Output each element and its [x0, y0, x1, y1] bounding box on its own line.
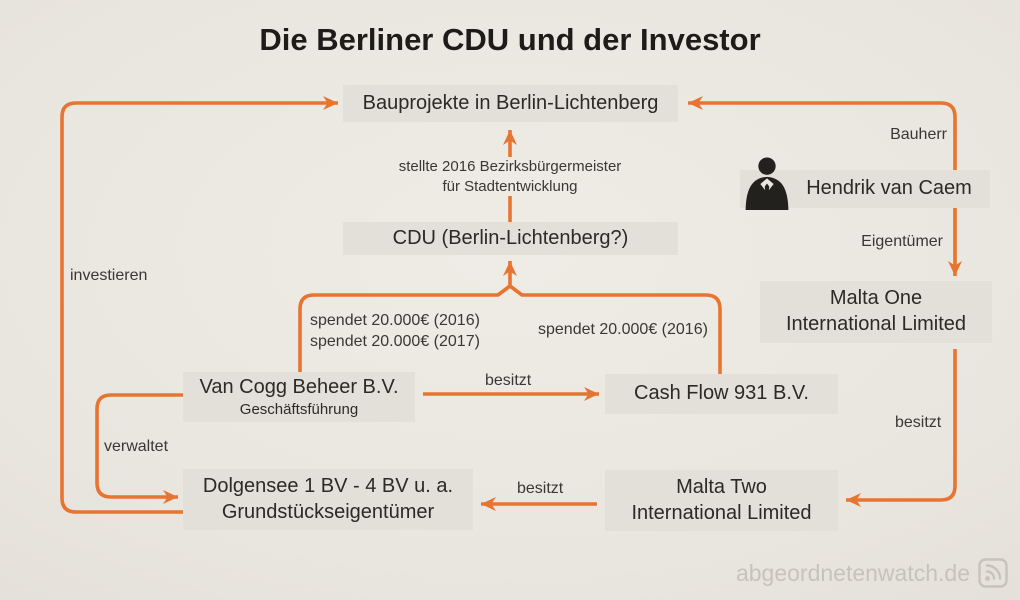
edge-label-besitzt-right: besitzt [895, 414, 942, 431]
node-bauprojekte: Bauprojekte in Berlin-Lichtenberg [343, 85, 678, 122]
node-dolgensee: Dolgensee 1 BV - 4 BV u. a. Grundstückse… [183, 469, 473, 530]
edge-label-stellte-line1: stellte 2016 Bezirksbürgermeister [398, 158, 622, 175]
person-silhouette-icon [745, 157, 789, 210]
node-cash-flow: Cash Flow 931 B.V. [605, 374, 838, 414]
node-malta-one-line2: International Limited [785, 313, 967, 335]
edge-label-stellte-line2: für Stadtentwicklung [442, 177, 578, 195]
node-malta-one-line1: Malta One [829, 287, 923, 310]
node-cdu-label: CDU (Berlin-Lichtenberg?) [392, 226, 629, 249]
node-van-cogg: Van Cogg Beheer B.V. Geschäftsführung [183, 372, 415, 422]
abgeordnetenwatch-logo-icon [978, 558, 1008, 588]
node-dolgensee-line1: Dolgensee 1 BV - 4 BV u. a. [202, 474, 454, 497]
node-van-cogg-label: Van Cogg Beheer B.V. [199, 376, 399, 399]
edge-label-verwaltet: verwaltet [104, 438, 169, 455]
page-title: Die Berliner CDU und der Investor [259, 22, 761, 57]
node-malta-one: Malta One International Limited [760, 281, 992, 343]
edge-label-bauherr: Bauherr [890, 126, 947, 143]
edge-label-stellte: stellte 2016 Bezirksbürgermeister für St… [370, 157, 650, 196]
edge-label-spendet-left: spendet 20.000€ (2016) spendet 20.000€ (… [310, 311, 480, 353]
node-hendrik-label: Hendrik van Caem [806, 177, 972, 200]
edge-label-investieren: investieren [70, 267, 148, 284]
node-malta-two: Malta Two International Limited [605, 470, 838, 531]
node-van-cogg-sublabel: Geschäftsführung [239, 400, 359, 418]
watermark: abgeordnetenwatch.de [736, 558, 1008, 588]
edge-label-eigentuemer: Eigentümer [861, 233, 943, 250]
node-cash-flow-label: Cash Flow 931 B.V. [634, 382, 809, 405]
node-dolgensee-line2: Grundstückseigentümer [221, 500, 435, 523]
edge-label-spendet-left-line2: spendet 20.000€ (2017) [310, 332, 480, 350]
edge-label-spendet-left-line1: spendet 20.000€ (2016) [310, 312, 480, 329]
edge-label-spendet-right: spendet 20.000€ (2016) [538, 321, 708, 338]
node-bauprojekte-label: Bauprojekte in Berlin-Lichtenberg [362, 91, 659, 114]
edge-label-besitzt-mid: besitzt [485, 372, 532, 389]
watermark-text: abgeordnetenwatch.de [735, 559, 970, 586]
edge-label-besitzt-bottom: besitzt [517, 480, 564, 497]
node-malta-two-line2: International Limited [631, 501, 812, 524]
node-malta-two-line1: Malta Two [676, 475, 767, 498]
node-cdu: CDU (Berlin-Lichtenberg?) [343, 222, 678, 255]
